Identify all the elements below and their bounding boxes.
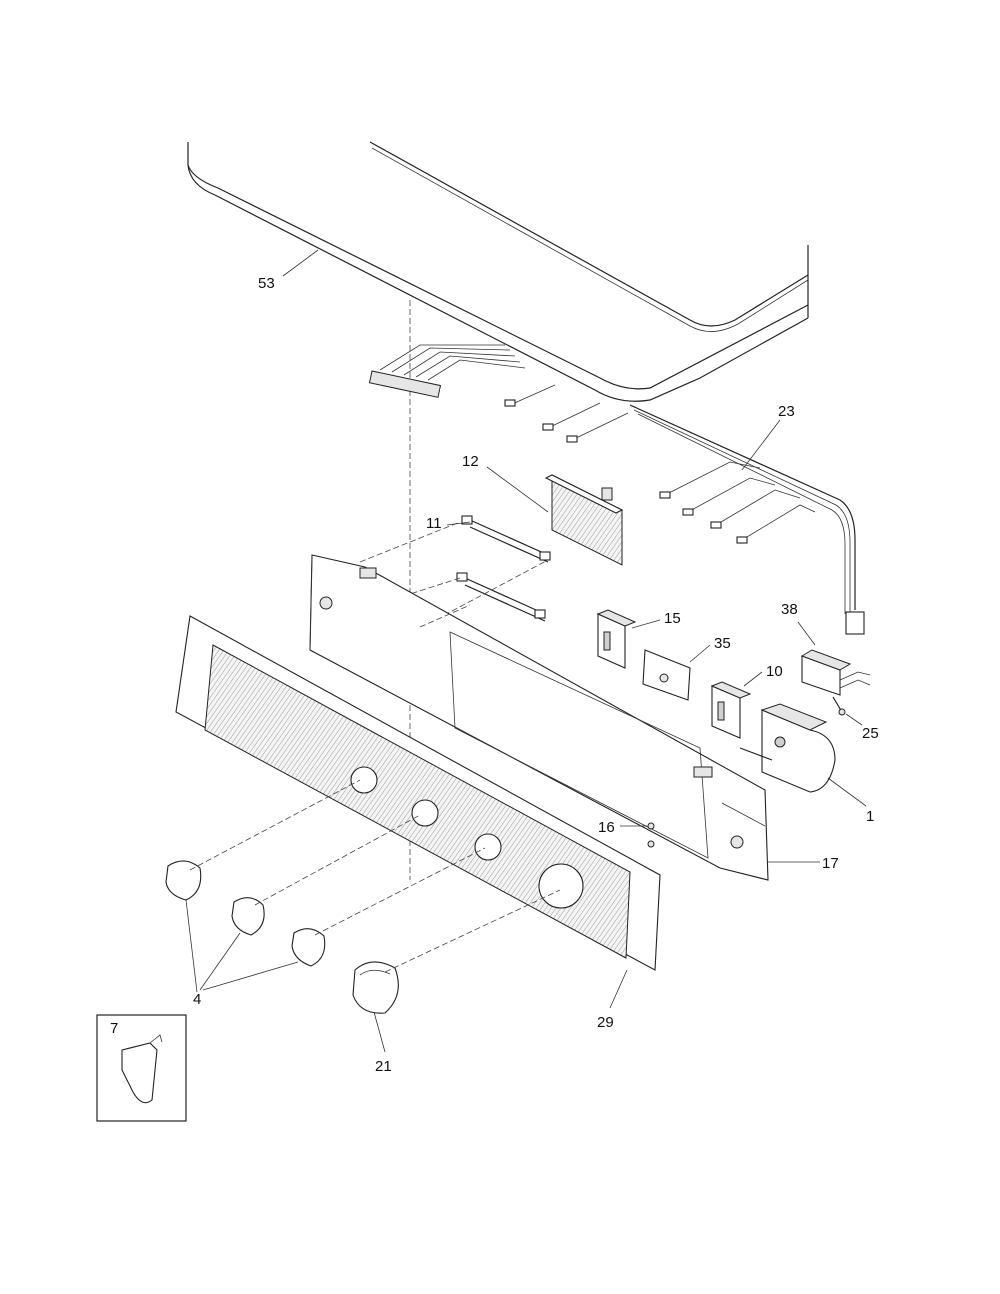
label-53: 53	[258, 275, 275, 292]
label-21: 21	[375, 1058, 392, 1075]
relay-38	[800, 649, 871, 696]
control-panel-back	[309, 554, 769, 881]
front-glass-panel	[175, 615, 661, 971]
label-11: 11	[426, 515, 442, 532]
inset-box-7	[96, 1014, 187, 1122]
label-10: 10	[766, 663, 783, 680]
knobs-4	[165, 779, 486, 967]
label-38: 38	[781, 601, 798, 618]
label-4: 4	[193, 991, 201, 1008]
circuit-board	[544, 474, 624, 566]
switch-35	[642, 649, 691, 701]
switch-15	[596, 609, 637, 669]
wire-connector-top	[368, 344, 526, 398]
label-23: 23	[778, 403, 795, 420]
label-7: 7	[110, 1020, 118, 1037]
wire-harness	[629, 404, 865, 635]
label-12: 12	[462, 453, 479, 470]
cooktop-top-panel	[187, 141, 809, 402]
mounting-brackets	[359, 515, 551, 629]
switch-10	[710, 681, 752, 739]
leader-25	[845, 713, 863, 726]
label-29: 29	[597, 1014, 614, 1031]
leader-11	[446, 521, 471, 526]
leader-53	[282, 249, 319, 277]
timer-motor-1	[739, 703, 836, 793]
screws-16	[647, 822, 655, 848]
screw-25	[832, 696, 846, 716]
label-17: 17	[822, 855, 839, 872]
label-15: 15	[664, 610, 681, 627]
label-1: 1	[866, 808, 874, 825]
leader-21	[373, 1011, 386, 1053]
leader-4	[185, 899, 299, 993]
leader-10	[743, 671, 763, 687]
leader-15	[631, 619, 661, 629]
label-25: 25	[862, 725, 879, 742]
label-16: 16	[598, 819, 615, 836]
knob-21	[352, 889, 561, 1014]
leader-35	[689, 644, 711, 663]
leader-12	[486, 466, 549, 513]
leader-23	[741, 419, 781, 471]
leader-38	[797, 621, 816, 646]
leader-29	[609, 969, 628, 1009]
label-35: 35	[714, 635, 731, 652]
terminal-wires-left	[504, 384, 629, 443]
leader-1	[827, 777, 867, 807]
